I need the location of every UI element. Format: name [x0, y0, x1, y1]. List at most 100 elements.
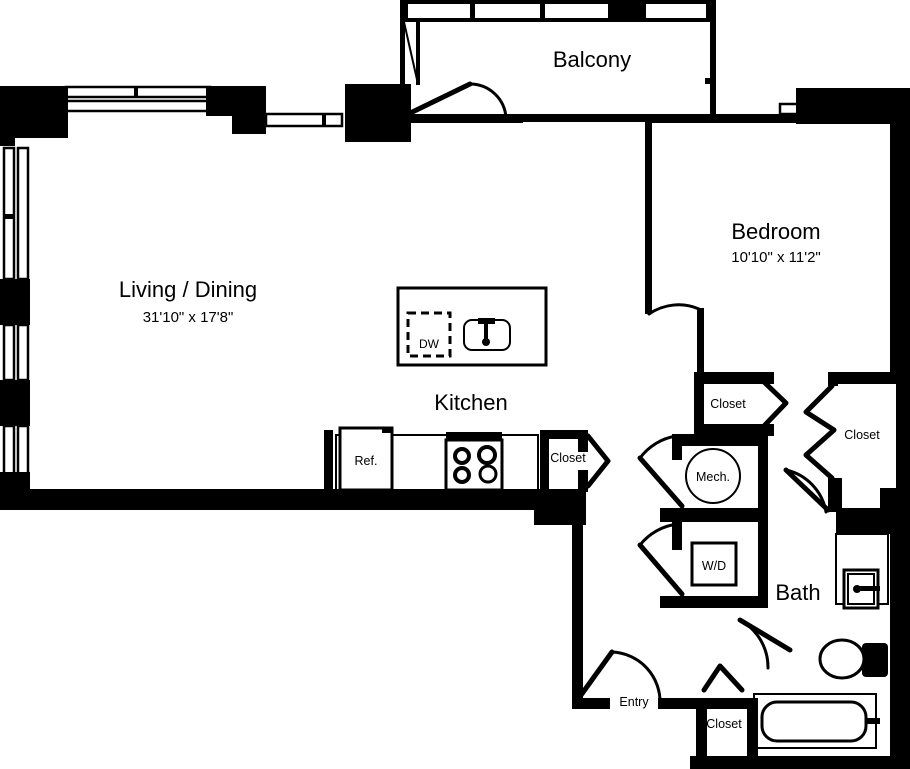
wd-wall-right: [758, 522, 768, 608]
room-label-kitchen: Kitchen: [434, 390, 507, 415]
closet-bath-wall-top: [828, 372, 910, 384]
balcony-wall-bottom-right: [520, 114, 716, 122]
pier-w2-hatch: [2, 383, 28, 423]
mech-door-leaf[interactable]: [637, 455, 685, 509]
refrigerator-handle: [382, 428, 391, 433]
balcony-rail-left-hatch: [403, 21, 419, 85]
room-label-living-dining: Living / Dining: [119, 277, 257, 302]
column-top-left-ext: [0, 86, 15, 146]
balcony-rail-right-tick: [705, 78, 716, 84]
toilet-bowl: [818, 638, 866, 680]
column-tr-hatch2: [819, 91, 881, 121]
balcony-rail-inner: [400, 18, 716, 22]
wd-door-arc: [638, 522, 680, 547]
closet-kitchen-wall-right-top: [578, 430, 588, 452]
wall-east-closet: [896, 377, 910, 497]
entry-group: Entry Closet: [573, 649, 910, 769]
window-north-mullion: [134, 87, 138, 97]
wall-hall-west: [572, 520, 583, 706]
mechanical-label: Mech.: [696, 470, 730, 484]
burner-front-left: [453, 466, 471, 484]
entry-label: Entry: [619, 695, 649, 709]
sink-faucet-base: [478, 318, 495, 324]
sink-faucet-neck: [484, 322, 488, 340]
living-south-wall: [0, 489, 586, 525]
window-north-3: [264, 112, 344, 128]
window-top-right: [778, 102, 802, 116]
mech-wall-left-stub: [672, 434, 682, 460]
wall-br-hatch: [839, 511, 905, 531]
wd-wall-bottom: [660, 596, 768, 608]
wall-south-bottom: [690, 756, 910, 769]
wall-north-stub: [411, 114, 523, 123]
washer-dryer-icon: [690, 541, 738, 587]
closet-kitchen-label: Closet: [550, 451, 586, 465]
bath-fixtures: [753, 533, 889, 749]
balcony-mullion-2: [540, 0, 545, 22]
closet-bedroom-wall-left: [694, 372, 704, 434]
bath-door-arc: [738, 618, 770, 670]
refrigerator-label: Ref.: [355, 454, 378, 468]
wall-east-bedroom: [890, 122, 910, 377]
column-nm-hatch2: [235, 91, 263, 131]
vanity-drain: [853, 585, 861, 593]
wall-east-bath: [890, 524, 910, 769]
window-west-mullion-1: [4, 214, 14, 219]
closet-bedroom-wall-top: [694, 372, 774, 384]
washer-dryer-label: W/D: [702, 559, 726, 573]
closet-kitchen-bifold-door[interactable]: [585, 433, 611, 489]
closet-entry-wall-left: [696, 698, 707, 762]
vanity-faucet: [858, 586, 880, 591]
entry-door-leaf[interactable]: [573, 649, 615, 705]
closet-entry-wall-top: [696, 698, 758, 709]
column-tl-hatch1: [3, 89, 63, 133]
balcony-rail-right-inner: [710, 22, 716, 120]
closet-entry-wall-right: [747, 698, 758, 762]
bath-inner-door-leaf[interactable]: [783, 467, 831, 513]
balcony-rail-left-inner: [416, 22, 420, 85]
dishwasher-icon: [406, 311, 452, 358]
room-label-bath: Bath: [775, 580, 820, 605]
bedroom-west-partition: [645, 122, 704, 376]
wall-bedroom-west-upper: [645, 122, 652, 314]
closet-bath-bifold-door[interactable]: [803, 383, 837, 481]
pier-w1-hatch: [2, 282, 28, 322]
balcony-post-2: [608, 0, 646, 22]
bathtub-faucet: [866, 718, 880, 724]
window-north-3-mullion: [322, 114, 326, 126]
balcony-post-3: [706, 0, 716, 22]
closet-bedroom-bifold-door[interactable]: [761, 379, 789, 429]
burner-back-left: [453, 447, 471, 465]
kitchen-counter-run: Ref.: [324, 426, 539, 492]
wd-door-leaf[interactable]: [637, 542, 685, 597]
range-backsplash: [446, 432, 502, 441]
kitchen-island-group: DW Kitchen: [396, 286, 548, 415]
wall-living-south-hatch: [7, 492, 541, 506]
bedroom-door-jamb: [697, 308, 704, 376]
closet-bath-wall-bottom: [828, 478, 842, 512]
bedroom-door-arc: [647, 303, 701, 316]
bath-partitions: Bath: [572, 467, 831, 709]
mech-door-arc: [638, 434, 678, 460]
bathtub-basin: [760, 700, 868, 743]
burner-front-right: [478, 464, 498, 484]
room-labels: Living / Dining 31'10" x 17'8" Bedroom 1…: [119, 219, 821, 326]
closet-bedroom-label: Closet: [710, 397, 746, 411]
closet-bath-wall-left-stub: [828, 372, 838, 386]
balcony-door-leaf[interactable]: [397, 81, 473, 121]
mech-wall-bottom: [660, 508, 768, 522]
closet-entry-bifold-door[interactable]: [701, 663, 745, 693]
closet-bedroom-wall-bottom: [694, 424, 774, 436]
water-heater-icon: [685, 448, 741, 504]
room-label-bedroom: Bedroom: [731, 219, 820, 244]
wd-wall-left-stub: [672, 522, 682, 550]
balcony-door-arc: [468, 82, 508, 120]
mechanical-room-group: Mech.: [637, 434, 768, 522]
closet-kitchen-wall-right-bot: [578, 470, 588, 492]
column-bl-hatch1: [349, 89, 407, 137]
east-exterior-wall: [836, 122, 910, 769]
balcony-rail-top: [400, 0, 716, 4]
room-label-balcony: Balcony: [553, 47, 631, 72]
